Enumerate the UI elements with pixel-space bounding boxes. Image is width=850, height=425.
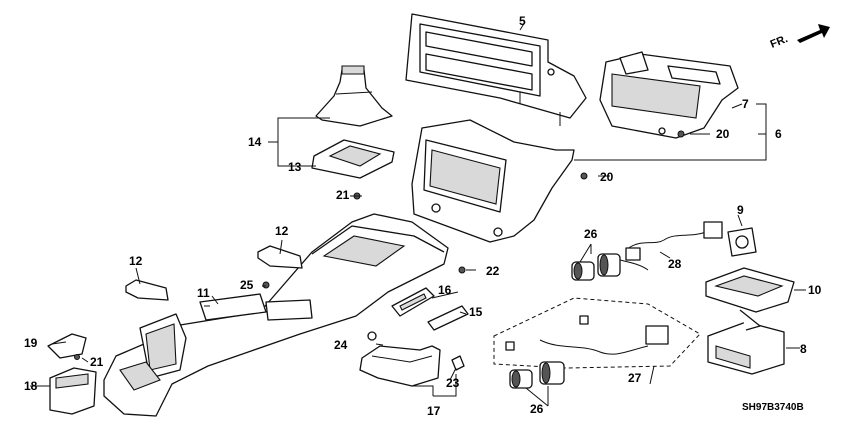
callout-14: 14 (248, 135, 262, 149)
callout-12-right: 12 (275, 224, 289, 238)
callout-20-lower: 20 (600, 170, 614, 184)
callout-21-upper: 21 (336, 188, 350, 202)
callout-8: 8 (800, 342, 807, 356)
callout-6: 6 (775, 127, 782, 141)
fastener-22 (458, 266, 466, 274)
callout-24: 24 (334, 338, 348, 352)
part-5-upper-panel (405, 13, 587, 126)
callout-25: 25 (240, 278, 254, 292)
callout-12-left: 12 (129, 254, 143, 268)
part-12-lid-right (257, 245, 303, 269)
callout-15: 15 (469, 305, 483, 319)
callout-27: 27 (628, 371, 642, 385)
callout-18: 18 (24, 379, 38, 393)
leader-lines (30, 21, 806, 407)
part-13-shift-plate (311, 139, 395, 179)
front-direction-indicator: FR. (769, 24, 830, 51)
part-8-drawer (707, 309, 785, 375)
fastener-20-upper (677, 130, 685, 138)
callout-10: 10 (808, 283, 822, 297)
callout-16: 16 (438, 283, 452, 297)
part-18-ashtray (49, 367, 97, 415)
part-27-harness-group (493, 297, 701, 369)
callout-labels: 5 7 6 20 20 14 13 21 9 26 12 12 28 22 25… (24, 14, 822, 418)
lower-center-panel (411, 119, 575, 243)
part-19-ashtray-lid (47, 333, 87, 360)
callout-19: 19 (24, 336, 38, 350)
part-16-switch-panel (391, 287, 435, 317)
callout-20-upper: 20 (716, 127, 730, 141)
part-26-lighter-upper (571, 247, 641, 281)
fastener-25 (262, 281, 270, 289)
callout-13: 13 (288, 160, 302, 174)
fr-direction-label: FR. (769, 33, 790, 51)
part-9-bezel (727, 227, 757, 257)
callout-28: 28 (668, 257, 682, 271)
callout-11: 11 (197, 286, 210, 300)
part-1-main-console (103, 213, 449, 417)
callout-9: 9 (737, 203, 744, 217)
callout-7: 7 (742, 97, 749, 111)
fastener-20-lower (580, 172, 588, 180)
front-arrow-icon (797, 24, 830, 43)
part-10-tray (705, 267, 795, 313)
part-26-lighter-lower (509, 361, 565, 389)
callout-23: 23 (446, 376, 460, 390)
callout-22: 22 (486, 264, 500, 278)
callout-26-lower: 26 (530, 402, 544, 416)
part-28-harness (619, 221, 723, 271)
part-12-lid-left (125, 279, 169, 301)
callout-5: 5 (519, 14, 526, 28)
callout-21-lower: 21 (90, 355, 104, 369)
part-7-pocket-bracket (599, 51, 739, 139)
part-17-bracket (359, 331, 465, 387)
callout-17: 17 (427, 404, 441, 418)
diagram-code: SH97B3740B (742, 402, 804, 413)
callout-26-upper: 26 (584, 227, 598, 241)
part-14-shift-boot (315, 65, 393, 127)
part-15-switch-panel (427, 305, 469, 331)
